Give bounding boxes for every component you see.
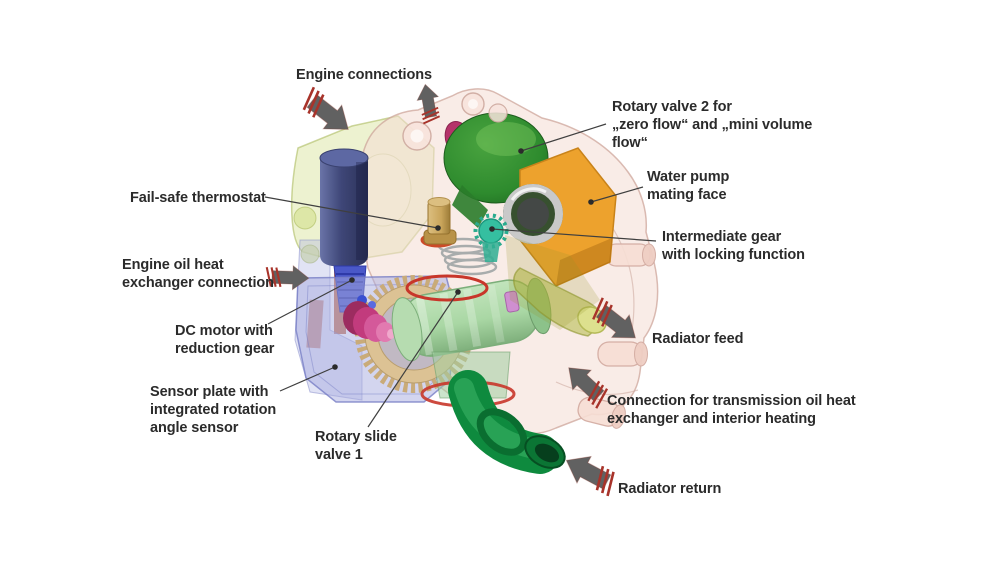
dc-motor-illustration: [319, 148, 369, 266]
label-sensor-plate: Sensor plate with integrated rotation an…: [150, 384, 277, 436]
fail-safe-thermostat-illustration: [423, 197, 457, 245]
spring-illustration: [437, 237, 498, 276]
radiator-return-elbow-illustration: [448, 370, 566, 474]
label-fail-safe-thermostat: Fail-safe thermostat: [130, 190, 266, 206]
housing-boss-right-3: [577, 396, 626, 429]
leader-dc-motor: [267, 277, 355, 325]
label-dc-motor: DC motor with reduction gear: [175, 323, 275, 357]
leader-intermediate-gear: [489, 226, 657, 242]
label-radiator-return: Radiator return: [618, 481, 722, 497]
leader-rotary-valve-2: [518, 123, 607, 154]
label-engine-oil-heat-exchanger: Engine oil heat exchanger connection: [122, 257, 274, 291]
leader-water-pump-mating-face: [588, 186, 644, 205]
housing-top-bosses: [402, 92, 508, 151]
radiator-feed-pipe-illustration: [505, 235, 607, 337]
label-transmission-connection: Connection for transmission oil heat exc…: [607, 393, 856, 427]
label-rotary-valve-2: Rotary valve 2 for „zero flow“ and „mini…: [612, 99, 813, 151]
leader-lines: [264, 123, 657, 428]
label-intermediate-gear: Intermediate gear with locking function: [662, 229, 805, 263]
housing-boss-right-2: [597, 341, 648, 367]
leader-sensor-plate: [279, 364, 338, 392]
leader-rotary-slide-valve-1: [367, 289, 461, 428]
motor-armature-illustration: [343, 295, 395, 342]
label-water-pump-mating-face: Water pump mating face: [647, 169, 730, 203]
seal-ring-upper: [405, 274, 489, 302]
leader-fail-safe-thermostat: [264, 196, 441, 231]
water-pump-flange-illustration: [503, 147, 617, 287]
label-radiator-feed: Radiator feed: [652, 331, 744, 347]
label-engine-connections: Engine connections: [296, 67, 432, 83]
housing-boss-right-1: [605, 243, 656, 267]
flow-arrow-radiator-return: [558, 445, 622, 500]
label-rotary-slide-valve-1: Rotary slide valve 1: [315, 429, 397, 463]
